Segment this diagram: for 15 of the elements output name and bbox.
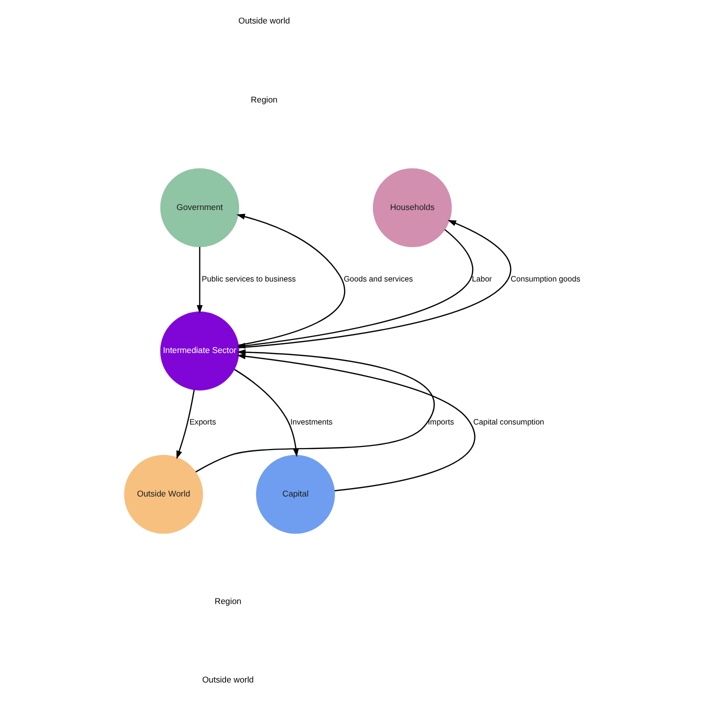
arrow: [176, 390, 195, 460]
label: Outside world: [238, 16, 290, 26]
label: Outside world: [202, 674, 254, 685]
node-circle: Outside World: [124, 454, 204, 534]
node-circle: Intermediate Sector: [160, 312, 240, 390]
arrow: [196, 246, 203, 314]
arrow: [195, 349, 434, 472]
arrow: [237, 353, 476, 492]
arrow: [236, 214, 345, 346]
node-circle: Households: [372, 168, 452, 248]
arrow: [238, 220, 512, 348]
label: Region: [214, 596, 242, 606]
node-circle: Capital: [256, 454, 335, 534]
node-circle: Government: [160, 168, 240, 248]
label: Region: [250, 94, 278, 105]
